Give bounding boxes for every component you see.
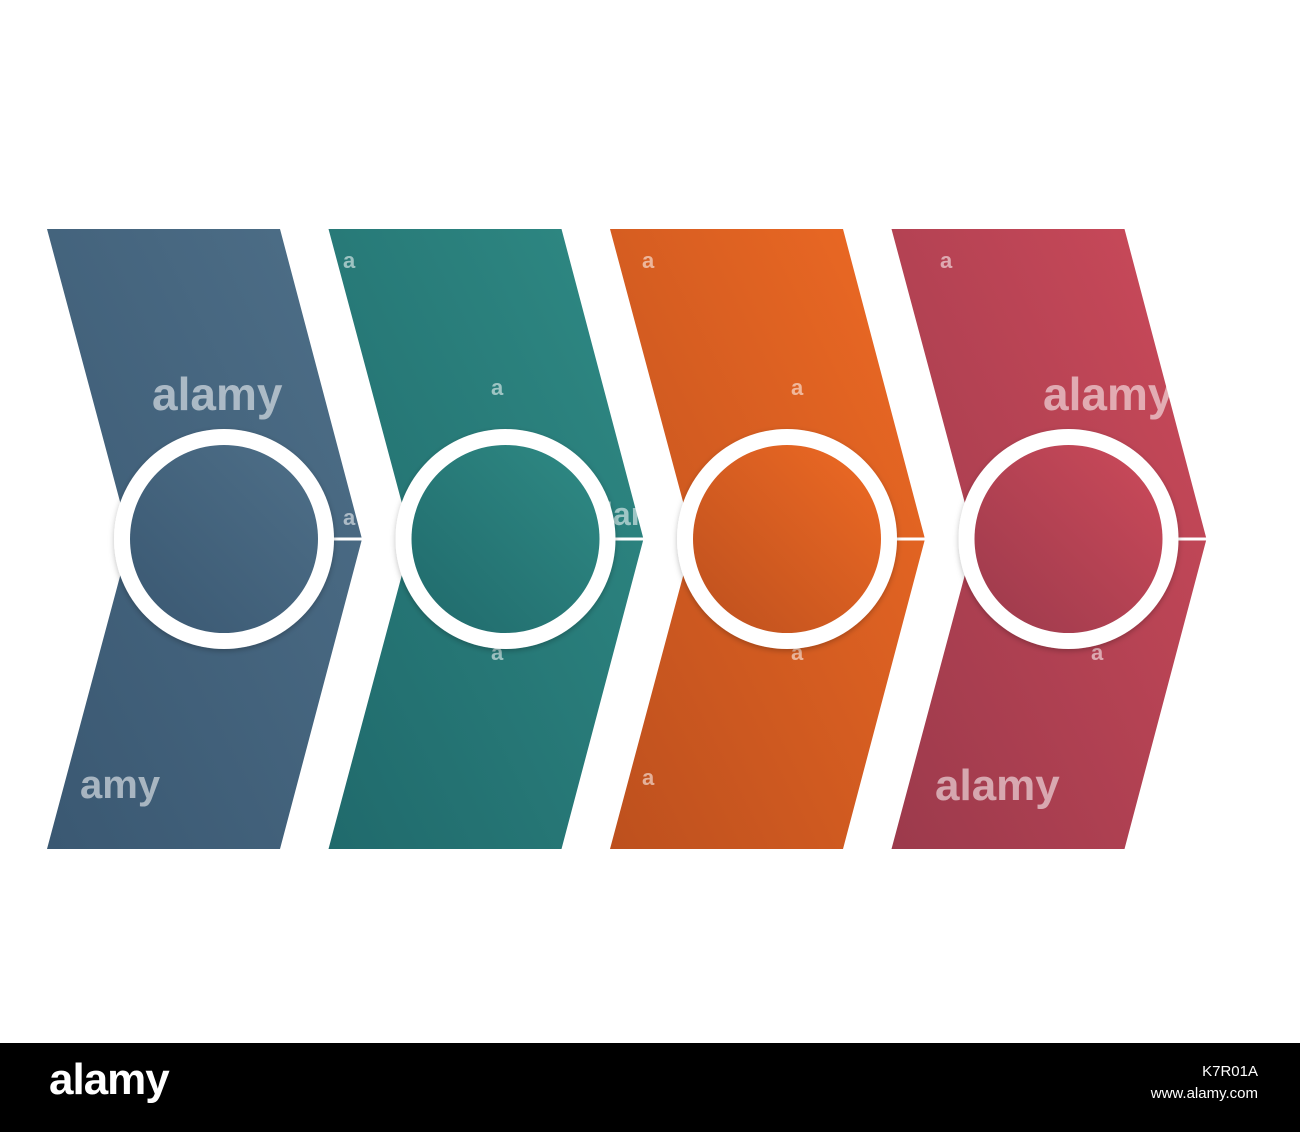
circle-group: [114, 429, 1179, 649]
footer-bar: alamy K7R01A www.alamy.com: [0, 1043, 1300, 1132]
circle-step-2: [411, 445, 600, 633]
watermark-text: a: [343, 248, 356, 273]
watermark-text: a: [491, 375, 504, 400]
watermark-text: a: [1091, 640, 1104, 665]
footer-meta: K7R01A www.alamy.com: [1151, 1061, 1258, 1105]
circle-step-4: [974, 445, 1163, 633]
watermark-text: alamy: [1043, 368, 1174, 420]
circle-step-1: [130, 445, 318, 633]
footer-brand-logo: alamy: [49, 1055, 170, 1104]
watermark-text: alamy: [152, 368, 283, 420]
watermark-text: amy: [80, 763, 161, 807]
image-id-label: K7R01A: [1202, 1063, 1258, 1080]
site-url-label: www.alamy.com: [1150, 1085, 1258, 1102]
watermark-text: alamy: [935, 761, 1060, 810]
watermark-text: a: [642, 248, 655, 273]
watermark-text: a: [791, 375, 804, 400]
circle-step-3: [693, 445, 881, 633]
watermark-text: lamy: [604, 496, 677, 532]
watermark-text: a: [343, 505, 356, 530]
watermark-text: a: [940, 248, 953, 273]
watermark-text: a: [642, 765, 655, 790]
